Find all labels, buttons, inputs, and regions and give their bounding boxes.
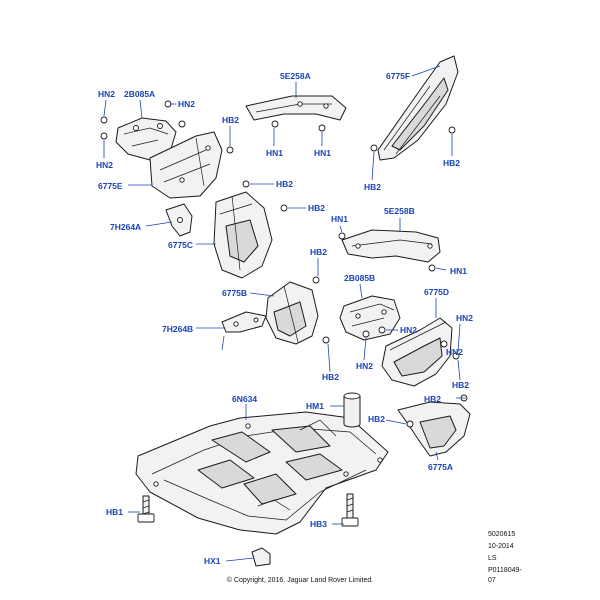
label-hb2-e: HB2 — [308, 203, 325, 213]
part-6775a — [397, 401, 471, 457]
label-hb2-b: HB2 — [364, 182, 381, 192]
label-hb2-c: HB2 — [443, 158, 460, 168]
part-5e258b — [341, 229, 441, 263]
label-hn2-f: HN2 — [356, 361, 373, 371]
label-hn1-c: HN1 — [331, 214, 348, 224]
callout-labels: HN2 2B085A HN2 HN2 5E258A 6775F HB2 HN1 … — [96, 71, 473, 566]
reference-code: 5020615 — [488, 531, 516, 538]
part-6775b — [265, 281, 319, 345]
label-hb2-f: HB2 — [310, 247, 327, 257]
part-2b085b — [339, 295, 401, 341]
label-hn2-d: HN2 — [400, 325, 417, 335]
drawing-number: P0118049-07 — [488, 567, 522, 584]
label-6n634: 6N634 — [232, 394, 257, 404]
part-hm1-spacer — [343, 392, 361, 428]
label-hb2-d: HB2 — [276, 179, 293, 189]
label-7h264a: 7H264A — [110, 222, 141, 232]
label-hn2-g: HN2 — [446, 347, 463, 357]
label-6775b: 6775B — [222, 288, 247, 298]
label-hn1-b: HN1 — [314, 148, 331, 158]
part-hb1-bolt — [137, 495, 155, 523]
part-hx1-clip — [251, 547, 271, 567]
label-2b085a: 2B085A — [124, 89, 155, 99]
leader-lines — [103, 65, 466, 562]
part-6n634 — [135, 411, 389, 535]
label-hb3: HB3 — [310, 519, 327, 529]
label-hn2-c: HN2 — [96, 160, 113, 170]
label-5e258a: 5E258A — [280, 71, 311, 81]
copyright-notice: © Copyright, 2016. Jaguar Land Rover Lim… — [226, 577, 374, 584]
label-hb1: HB1 — [106, 507, 123, 517]
label-hb2-i: HB2 — [424, 394, 441, 404]
label-hn2-e: HN2 — [456, 313, 473, 323]
part-5e258a — [245, 95, 347, 121]
fasteners — [100, 100, 468, 428]
reference-date: 10-2014 — [488, 543, 514, 550]
part-6775c — [213, 191, 273, 279]
part-6775d — [381, 317, 453, 387]
part-7h264a — [165, 203, 193, 237]
reference-initials: LS — [488, 555, 497, 562]
label-hb2-a: HB2 — [222, 115, 239, 125]
label-hb2-g: HB2 — [322, 372, 339, 382]
part-6775e — [149, 131, 223, 199]
label-hn2-a: HN2 — [98, 89, 115, 99]
label-6775f: 6775F — [386, 71, 410, 81]
label-hx1: HX1 — [204, 556, 221, 566]
label-hb2-h: HB2 — [452, 380, 469, 390]
part-6775f — [377, 55, 459, 161]
label-7h264b: 7H264B — [162, 324, 193, 334]
label-hn1-d: HN1 — [450, 266, 467, 276]
label-6775d: 6775D — [424, 287, 449, 297]
label-6775e: 6775E — [98, 181, 123, 191]
label-6775a: 6775A — [428, 462, 453, 472]
label-5e258b: 5E258B — [384, 206, 415, 216]
label-2b085b: 2B085B — [344, 273, 375, 283]
label-hn1-a: HN1 — [266, 148, 283, 158]
label-hb2-j: HB2 — [368, 414, 385, 424]
part-hb3-bolt — [341, 493, 359, 527]
part-7h264b — [221, 311, 267, 333]
label-hm1: HM1 — [306, 401, 324, 411]
label-hn2-b: HN2 — [178, 99, 195, 109]
label-6775c: 6775C — [168, 240, 193, 250]
